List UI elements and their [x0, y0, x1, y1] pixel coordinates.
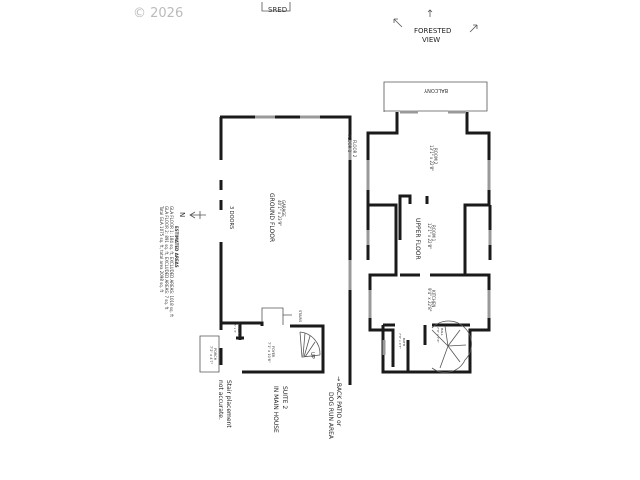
top-label: SRED [268, 6, 287, 14]
room1-size: 12'1" x 22'8" [427, 223, 432, 249]
ground-floor-note: GROUND FLOOR [268, 193, 275, 242]
laundry-label: LAUNDRY [237, 322, 241, 336]
areas-line-2: GLA FLOOR 2: 891 sq. ft, EXCLUDED AREAS:… [164, 206, 169, 310]
floor-2-walls [366, 110, 492, 374]
stair-note-line1: Stair placement [225, 380, 232, 428]
spiral-stair-upper-icon [431, 320, 472, 373]
top-label-box [261, 2, 291, 12]
hall-size: 7'0" x 7'6" [436, 327, 440, 343]
kitchen-size: 9'4" x 22'8" [427, 288, 432, 312]
floor-1-label: FLOOR 1 [347, 135, 352, 153]
porch-name: PORCH [213, 348, 217, 361]
foyer-size: 7'1" x 10'8" [267, 342, 271, 363]
stairs-label: STAIRS [298, 310, 302, 323]
floor-1-walls [199, 115, 352, 385]
up-label: UP [309, 352, 315, 359]
garage-size: 40'1" x 23'9" [277, 200, 282, 226]
kitchen-name: KITCHEN [431, 290, 436, 307]
room1-name: ROOM 1 [431, 225, 436, 242]
areas-title: ESTIMATED AREAS [174, 226, 179, 268]
laundry-size: 5' x 5' [233, 324, 237, 333]
stair-note-line2: not accurate. [217, 380, 224, 420]
room2-name: ROOM 2 [433, 148, 438, 165]
room2-size: 13'1" x 22'8" [429, 145, 434, 171]
compass-label: N [178, 212, 186, 217]
view-arrows-icon [393, 9, 478, 33]
suite-note-line2: IN MAIN HOUSE [272, 386, 279, 433]
view-note-line2: VIEW [422, 36, 440, 44]
patio-note-line2: DOG RUN AREA [327, 392, 334, 440]
north-arrow-icon [189, 211, 206, 219]
doors-note: 3 DOORS [228, 206, 234, 229]
balcony-label: BALCONY [423, 87, 448, 93]
areas-line-1: GLA FLOOR 1: 184 sq. ft, EXCLUDED AREAS:… [169, 206, 174, 317]
watermark: © 2026 [133, 6, 183, 21]
spiral-stair-icon [299, 331, 321, 358]
areas-line-3: Total GLA 1075 sq. ft, total area 2098 s… [159, 205, 164, 293]
porch-size: 7'2" x 4'7" [209, 346, 213, 365]
balcony-outline [383, 81, 488, 112]
upper-floor-note: UPPER FLOOR [414, 218, 421, 260]
foyer-name: FOYER [271, 346, 275, 358]
floor-2-label: FLOOR 2 [352, 140, 357, 158]
view-note-line1: FORESTED [414, 27, 451, 35]
hall-name: HALL [440, 328, 444, 336]
garage-name: GARAGE [281, 200, 286, 217]
bath-name: BATH [402, 338, 406, 346]
suite-note-line1: SUITE 2 [281, 386, 288, 409]
bath-size: 7'0" x 4'7" [398, 333, 402, 349]
patio-note-line1: → BACK PATIO or [335, 376, 342, 427]
